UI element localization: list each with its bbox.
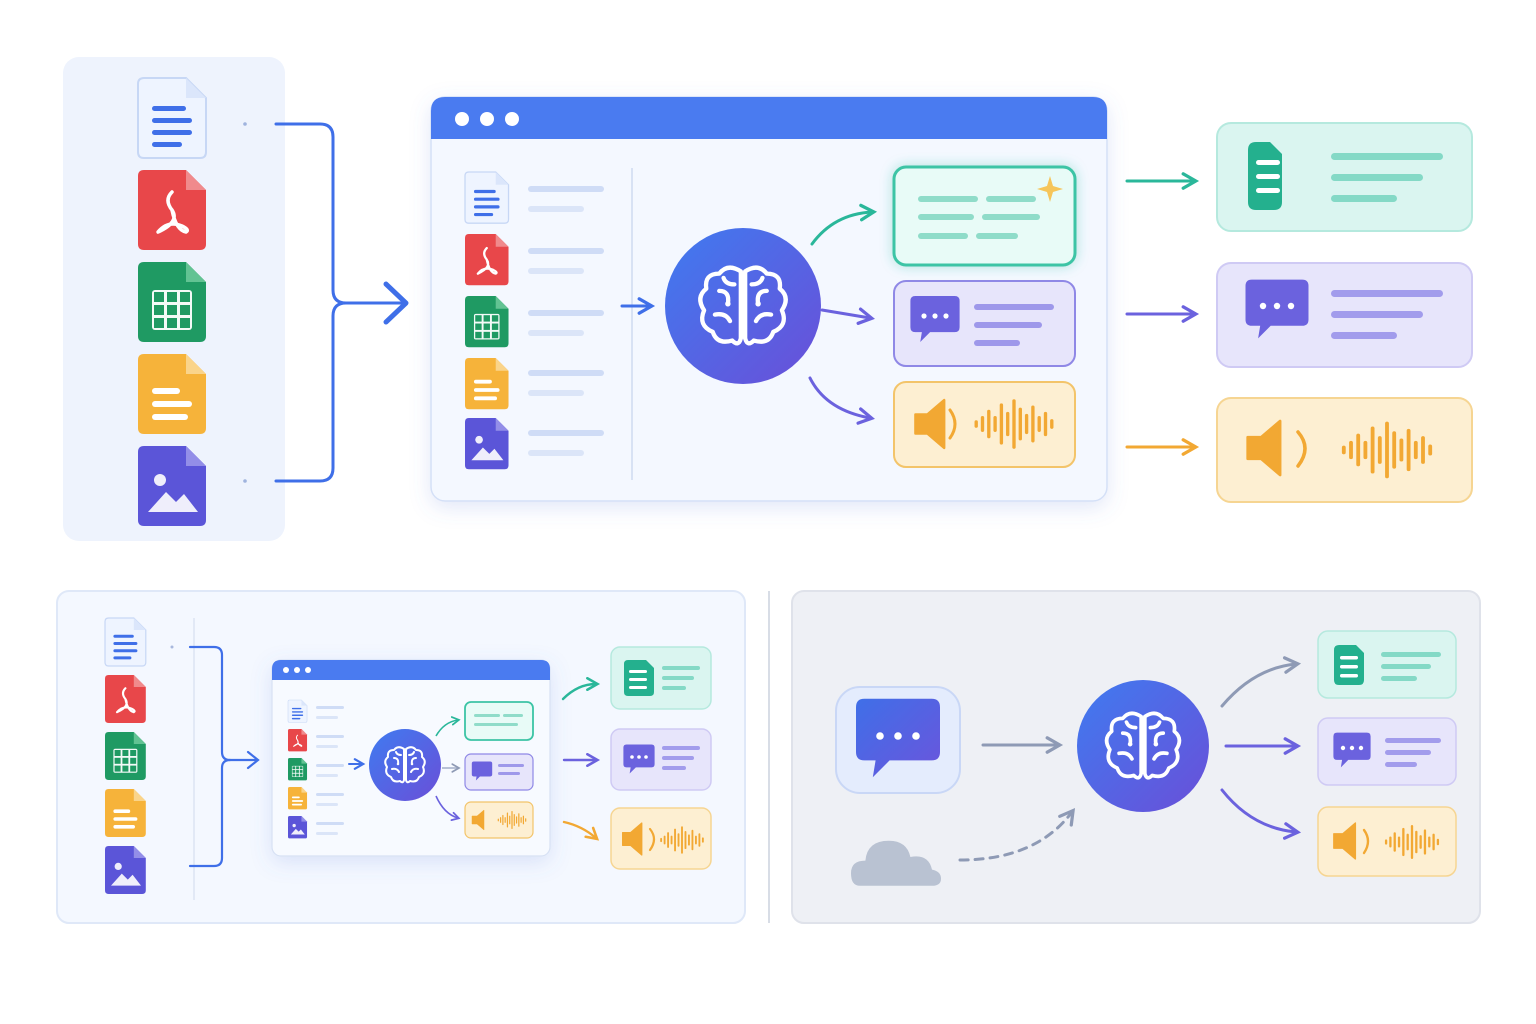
brain-icon bbox=[369, 729, 441, 801]
compact-window-file-list bbox=[287, 699, 344, 839]
window-titlebar bbox=[431, 97, 1107, 139]
window-file-list bbox=[463, 171, 604, 470]
image-icon bbox=[138, 446, 206, 526]
input-bracket-connector bbox=[274, 122, 409, 483]
sparkle-icon bbox=[1037, 176, 1063, 202]
brain-icon bbox=[665, 228, 821, 384]
compact-input-files bbox=[103, 617, 147, 894]
compact-window-summary-card bbox=[464, 701, 534, 741]
compact-output-chat-card bbox=[610, 728, 712, 791]
document-icon bbox=[1248, 142, 1282, 210]
notes-icon bbox=[138, 354, 206, 434]
spreadsheet-icon bbox=[138, 262, 206, 342]
pdf-icon bbox=[136, 168, 208, 252]
brain-icon bbox=[1077, 680, 1209, 812]
compact-window-audio-card bbox=[464, 801, 534, 839]
compact-bracket-connector bbox=[188, 645, 260, 868]
window-dot bbox=[455, 112, 469, 126]
window-dot bbox=[480, 112, 494, 126]
document-icon bbox=[137, 77, 207, 159]
window-dot bbox=[505, 112, 519, 126]
